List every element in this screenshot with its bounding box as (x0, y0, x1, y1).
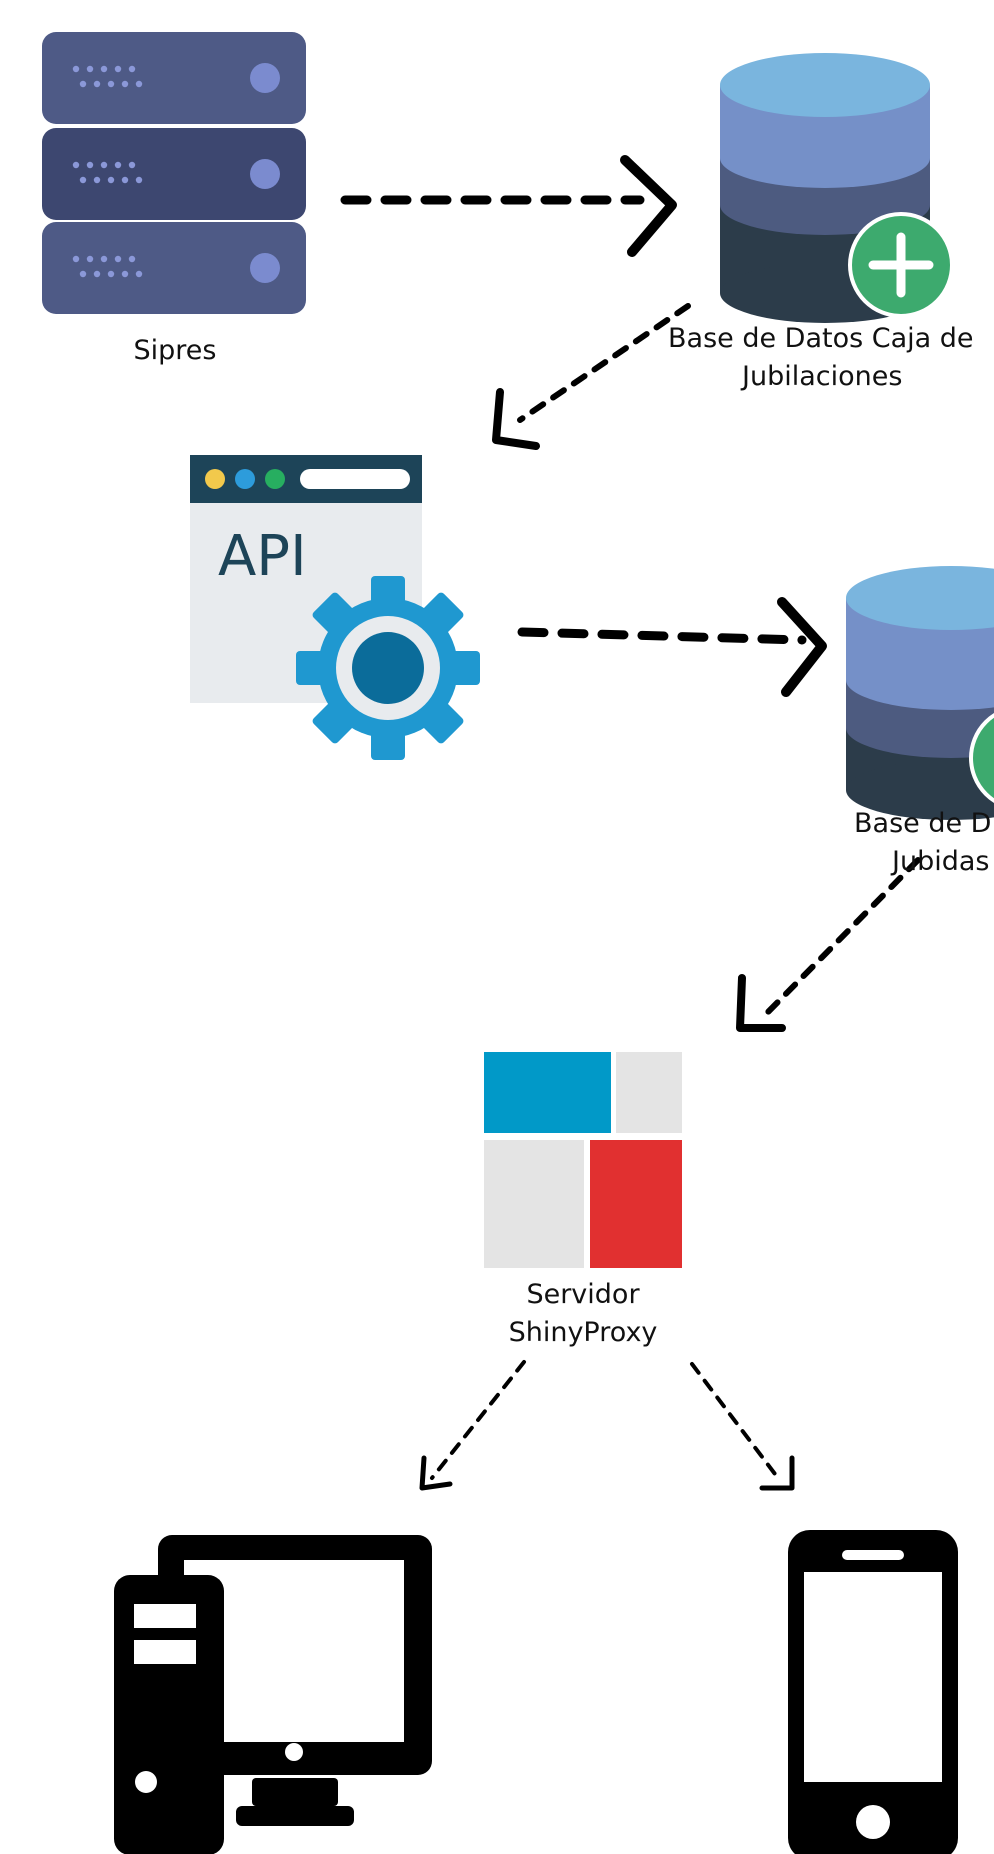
arrow-shinyproxy-to-desktop (419, 1360, 526, 1491)
api-label: API (218, 524, 307, 589)
plus-icon (969, 713, 994, 803)
gear-icon (296, 576, 480, 760)
shinyproxy-label-line2: ShinyProxy (508, 1317, 658, 1348)
db-caja-label-line2: Jubilaciones (742, 361, 903, 392)
database-icon (846, 566, 994, 820)
shinyproxy-logo-icon (484, 1052, 682, 1268)
desktop-computer-icon (114, 1535, 432, 1854)
db-jubidas-label-line2: Jubidas (892, 846, 990, 877)
plus-icon (848, 212, 954, 318)
smartphone-icon (788, 1530, 958, 1854)
sipres-label: Sipres (133, 335, 217, 366)
arrow-shinyproxy-to-mobile (690, 1362, 795, 1491)
db-caja-label-line1: Base de Datos Caja de (668, 323, 974, 354)
shinyproxy-label-line1: Servidor (526, 1279, 640, 1310)
db-jubidas-label-line1: Base de D (854, 808, 992, 839)
arrow-api-to-db (517, 597, 827, 697)
arrow-sipres-to-db (340, 155, 677, 257)
db-jubidas-label: Base de D Jubidas (854, 805, 994, 881)
db-caja-label: Base de Datos Caja de Jubilaciones (668, 320, 994, 396)
arrow-db-to-shinyproxy (736, 857, 921, 1032)
server-rack-icon (42, 32, 306, 314)
arrow-db-to-api (492, 303, 691, 450)
shinyproxy-label: Servidor ShinyProxy (478, 1276, 688, 1352)
